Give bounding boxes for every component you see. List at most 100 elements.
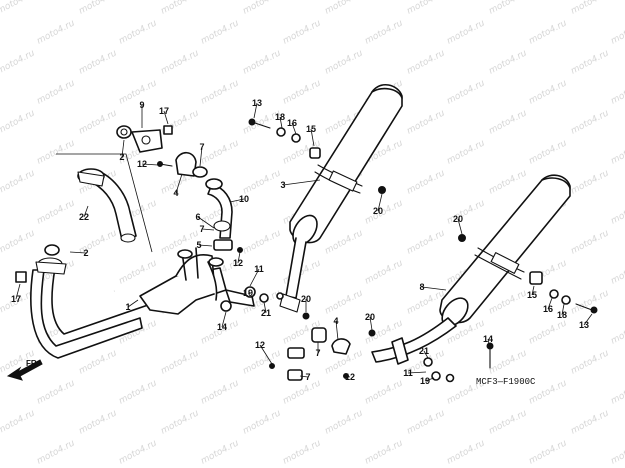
exhaust-header-pipe xyxy=(30,247,255,359)
part-number-label: 20 xyxy=(365,312,375,322)
callout-leader xyxy=(198,244,213,247)
small-parts xyxy=(15,118,598,383)
watermark-text: moto4.ru xyxy=(159,348,200,376)
watermark-text: moto4.ru xyxy=(241,168,282,196)
watermark-text: moto4.ru xyxy=(323,228,364,256)
callout-leader xyxy=(310,128,315,147)
watermark-text: moto4.ru xyxy=(609,258,625,286)
watermark-text: moto4.ru xyxy=(569,168,610,196)
part-number-label: 19 xyxy=(243,288,253,298)
watermark-text: moto4.ru xyxy=(0,408,37,436)
watermark-text: moto4.ru xyxy=(199,78,240,106)
part-number-label: 21 xyxy=(419,346,429,356)
watermark-text: moto4.ru xyxy=(527,78,568,106)
watermark-text: moto4.ru xyxy=(35,18,76,46)
part-number-label: 20 xyxy=(301,294,311,304)
part-number-label: 15 xyxy=(306,124,316,134)
watermark-text: moto4.ru xyxy=(199,378,240,406)
callout-leader xyxy=(199,146,203,167)
watermark-text: moto4.ru xyxy=(159,0,200,17)
watermark-text: moto4.ru xyxy=(487,0,528,17)
part-number-label: 2 xyxy=(83,248,88,258)
part-number-label: 19 xyxy=(420,376,430,386)
watermark-text: moto4.ru xyxy=(569,48,610,76)
watermark-text: moto4.ru xyxy=(405,168,446,196)
part-number-label: 7 xyxy=(199,142,204,152)
bracket-line xyxy=(56,153,153,253)
watermark-text: moto4.ru xyxy=(363,18,404,46)
watermark-text: moto4.ru xyxy=(527,318,568,346)
part-number-label: 17 xyxy=(159,106,169,116)
watermark-text: moto4.ru xyxy=(0,48,37,76)
watermark-text: moto4.ru xyxy=(569,288,610,316)
callout-layer: 1223445677778910111112121212131314141515… xyxy=(11,98,593,386)
watermark-text: moto4.ru xyxy=(117,378,158,406)
watermark-text: moto4.ru xyxy=(569,228,610,256)
diagram-code: MCF3—F1900C xyxy=(476,377,536,387)
callout-leader xyxy=(83,205,89,218)
callout-leader xyxy=(423,350,429,359)
watermark-text: moto4.ru xyxy=(487,348,528,376)
watermark-text: moto4.ru xyxy=(117,438,158,466)
watermark-text: moto4.ru xyxy=(527,18,568,46)
watermark-text: moto4.ru xyxy=(77,48,118,76)
part-number-label: 15 xyxy=(527,290,537,300)
part-number-label: 4 xyxy=(173,188,178,198)
callout-leader xyxy=(221,311,227,328)
watermark-text: moto4.ru xyxy=(0,0,37,17)
watermark-text: moto4.ru xyxy=(0,108,37,136)
watermark-text: moto4.ru xyxy=(405,108,446,136)
watermark-text: moto4.ru xyxy=(487,168,528,196)
callout-leader xyxy=(583,313,593,326)
callout-leader xyxy=(121,139,125,158)
watermark-text: moto4.ru xyxy=(363,198,404,226)
watermark-text: moto4.ru xyxy=(445,438,486,466)
callout-leader xyxy=(259,344,273,365)
watermark-text: moto4.ru xyxy=(487,408,528,436)
part-number-label: 14 xyxy=(217,322,227,332)
part-number-label: 18 xyxy=(275,112,285,122)
watermark-text: moto4.ru xyxy=(241,0,282,17)
watermark-text: moto4.ru xyxy=(323,0,364,17)
part-number-label: 10 xyxy=(239,194,249,204)
watermark-text: moto4.ru xyxy=(199,438,240,466)
watermark-text: moto4.ru xyxy=(527,138,568,166)
watermark-text: moto4.ru xyxy=(445,198,486,226)
callout-leader xyxy=(249,268,260,287)
watermark-text: moto4.ru xyxy=(569,0,610,17)
watermark-text: moto4.ru xyxy=(609,318,625,346)
callout-leader xyxy=(69,251,87,254)
watermark-text: moto4.ru xyxy=(445,18,486,46)
part-number-label: 20 xyxy=(373,206,383,216)
watermark-text: moto4.ru xyxy=(363,438,404,466)
watermark-text: moto4.ru xyxy=(241,348,282,376)
part-number-label: 20 xyxy=(453,214,463,224)
watermark-text: moto4.ru xyxy=(241,408,282,436)
callout-leader xyxy=(421,286,447,291)
callout-leader xyxy=(141,163,159,166)
watermark-text: moto4.ru xyxy=(241,228,282,256)
watermark-text: moto4.ru xyxy=(405,228,446,256)
watermark-text: moto4.ru xyxy=(117,18,158,46)
watermark-text: moto4.ru xyxy=(199,138,240,166)
watermark-text: moto4.ru xyxy=(569,348,610,376)
watermark-text: moto4.ru xyxy=(609,378,625,406)
callout-leader xyxy=(15,283,21,300)
watermark-text: moto4.ru xyxy=(159,408,200,436)
part-number-label: 9 xyxy=(139,100,144,110)
callout-leader xyxy=(237,251,241,264)
callout-leader xyxy=(377,193,383,212)
callout-leader xyxy=(345,375,351,378)
callout-leader xyxy=(201,228,215,231)
watermark-text: moto4.ru xyxy=(609,18,625,46)
watermark-text: moto4.ru xyxy=(487,288,528,316)
callout-leader xyxy=(253,102,258,119)
part-number-label: 7 xyxy=(305,372,310,382)
watermark-text: moto4.ru xyxy=(199,18,240,46)
part-number-label: 18 xyxy=(557,310,567,320)
callout-leader xyxy=(407,371,427,374)
part-number-label: 21 xyxy=(261,308,271,318)
part-number-label: 7 xyxy=(315,348,320,358)
watermark-text: moto4.ru xyxy=(569,408,610,436)
